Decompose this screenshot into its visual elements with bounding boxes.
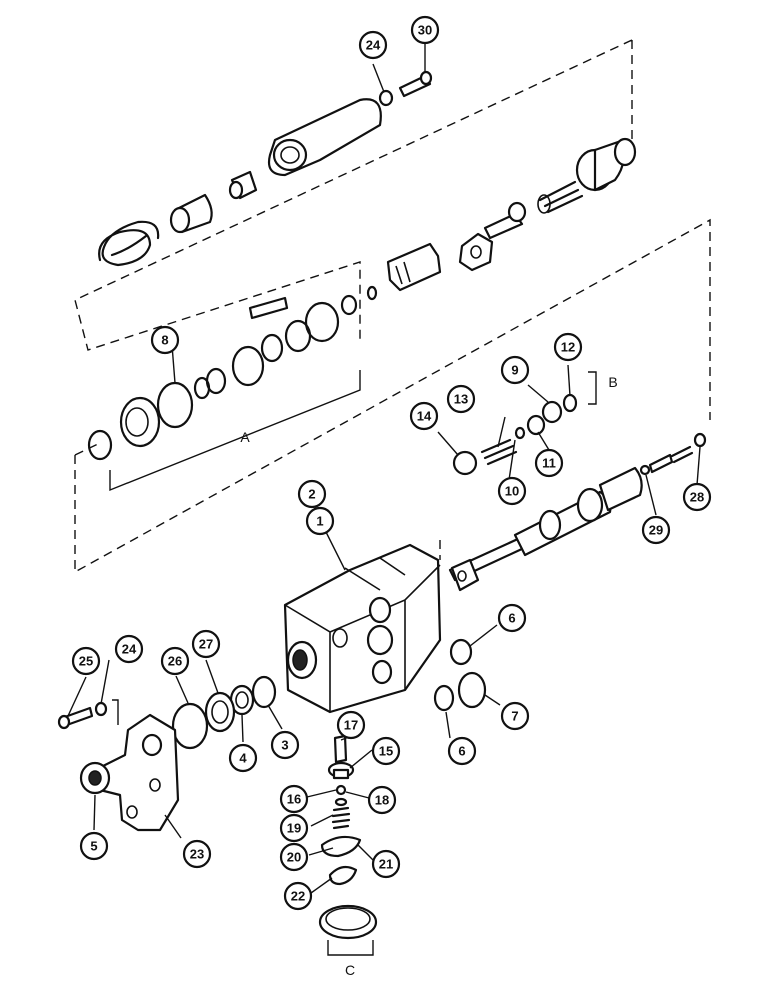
plug-small (228, 170, 258, 200)
svg-text:21: 21 (379, 857, 393, 872)
callout-30: 30 (410, 15, 440, 45)
callout-20: 20 (279, 842, 309, 872)
svg-text:11: 11 (542, 456, 556, 471)
callout-16: 16 (279, 784, 309, 814)
callout-18: 18 (367, 785, 397, 815)
plunger-upper (483, 201, 527, 240)
group-label-a: A (240, 429, 250, 445)
svg-text:26: 26 (168, 654, 182, 669)
callout-6b: 6 (447, 736, 477, 766)
callout-8: 8 (150, 325, 180, 355)
cylinder-housing (267, 98, 382, 177)
main-spool (448, 432, 707, 592)
svg-text:12: 12 (561, 340, 575, 355)
end-cap-right (575, 137, 637, 192)
svg-text:23: 23 (190, 847, 204, 862)
callout-15: 15 (371, 736, 401, 766)
svg-text:8: 8 (161, 333, 168, 348)
svg-text:30: 30 (418, 23, 432, 38)
callout-27: 27 (191, 629, 221, 659)
valve-body (283, 543, 442, 714)
callout-23: 23 (182, 839, 212, 869)
svg-text:22: 22 (291, 889, 305, 904)
dashed-assembly-lines (74, 39, 711, 574)
callout-13: 13 (446, 384, 476, 414)
callout-9: 9 (500, 355, 530, 385)
callout-24a: 24 (358, 30, 388, 60)
svg-text:3: 3 (281, 738, 288, 753)
callout-26: 26 (160, 646, 190, 676)
svg-text:24: 24 (366, 38, 381, 53)
svg-text:19: 19 (287, 821, 301, 836)
svg-text:13: 13 (454, 392, 468, 407)
spring-seat (169, 193, 213, 234)
callout-7: 7 (500, 701, 530, 731)
callout-3: 3 (270, 730, 300, 760)
callout-29: 29 (641, 515, 671, 545)
detent-group-b (452, 371, 597, 476)
svg-text:10: 10 (505, 484, 519, 499)
seal-stack-left (171, 675, 277, 750)
callout-12: 12 (553, 332, 583, 362)
callout-22: 22 (283, 881, 313, 911)
callout-24b: 24 (114, 634, 144, 664)
callout-6a: 6 (497, 603, 527, 633)
svg-text:15: 15 (379, 744, 393, 759)
svg-text:6: 6 (508, 611, 515, 626)
bolt-upper (378, 70, 433, 107)
callout-19: 19 (279, 813, 309, 843)
svg-text:4: 4 (239, 751, 247, 766)
callout-1: 1 (305, 506, 335, 536)
svg-text:28: 28 (690, 490, 704, 505)
callout-28: 28 (682, 482, 712, 512)
seal-stack-a (87, 345, 361, 492)
svg-text:27: 27 (199, 637, 213, 652)
svg-text:2: 2 (308, 487, 315, 502)
svg-text:18: 18 (375, 793, 389, 808)
callout-leaders (67, 42, 701, 894)
svg-text:25: 25 (79, 654, 93, 669)
relief-valve-stack (318, 734, 378, 956)
group-label-c: C (345, 962, 355, 978)
mounting-bracket (79, 713, 180, 832)
callout-14: 14 (409, 401, 439, 431)
svg-text:16: 16 (287, 792, 301, 807)
upper-seals (248, 285, 378, 363)
threaded-spool-end (386, 242, 442, 292)
bolt-lower-left (57, 699, 119, 730)
svg-text:9: 9 (511, 363, 518, 378)
callout-25: 25 (71, 646, 101, 676)
callout-21: 21 (371, 849, 401, 879)
svg-text:17: 17 (344, 718, 358, 733)
spring-large (98, 220, 160, 267)
detent-plate (458, 232, 494, 272)
svg-text:14: 14 (417, 409, 432, 424)
o-rings-right (433, 638, 487, 712)
svg-text:1: 1 (316, 514, 323, 529)
callout-5: 5 (79, 831, 109, 861)
spring-small-upper (537, 180, 584, 214)
callout-10: 10 (497, 476, 527, 506)
group-label-b: B (608, 374, 617, 390)
svg-text:20: 20 (287, 850, 301, 865)
svg-text:29: 29 (649, 523, 663, 538)
svg-text:24: 24 (122, 642, 137, 657)
callout-11: 11 (534, 448, 564, 478)
callout-17: 17 (336, 710, 366, 740)
svg-text:5: 5 (90, 839, 97, 854)
svg-text:7: 7 (511, 709, 518, 724)
svg-text:6: 6 (458, 744, 465, 759)
callout-4: 4 (228, 743, 258, 773)
callout-2: 2 (297, 479, 327, 509)
